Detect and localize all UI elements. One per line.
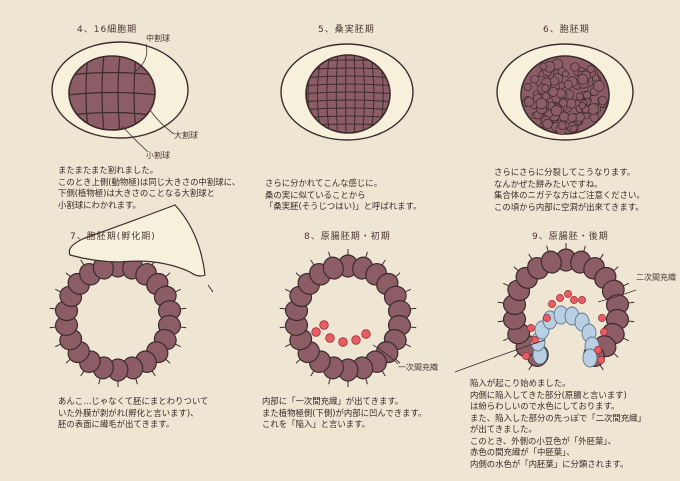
stage-5-title: 5、桑実胚期 (318, 25, 375, 35)
cell (540, 250, 562, 274)
label-secondary-mesenchyme: 二次間充織 (636, 273, 676, 282)
cell-ring (279, 249, 417, 387)
stage-7-drawing (49, 204, 214, 387)
primary-mesenchyme-cells (311, 320, 371, 347)
cell (322, 256, 344, 280)
stage-6-title: 6、胞胚期 (543, 25, 590, 35)
mesenchyme-cells (522, 290, 608, 364)
leader-line (372, 344, 399, 365)
small-cells (522, 58, 608, 135)
stage-8-description: 内部に「一次間充織」が出てきます。また植物極側(下側)が内部に凹んできます。これ… (262, 396, 427, 429)
stage-7-title: 7、胞胚期(孵化期) (70, 232, 156, 242)
label-micromere: 小割球 (146, 151, 170, 160)
motion-mark (207, 284, 214, 293)
endoderm-cells (530, 305, 600, 368)
cell-ring (49, 249, 187, 387)
stage-7-description: あんこ…じゃなくて胚にまとわりついていた外膜が剥がれ(孵化と言います)、胚の表面… (58, 396, 209, 429)
stage-6-drawing (496, 43, 634, 141)
stage-8-drawing (279, 249, 417, 387)
stage-6-description: さらにさらに分裂してこうなります。なんかぜた餅みたいですね。 集合体のニガテな方… (494, 167, 645, 212)
label-medium-blastomere: 中割球 (146, 34, 170, 43)
leader-line (134, 43, 148, 73)
stage-8-title: 8、原腸胚期・初期 (304, 232, 391, 242)
leader-line (149, 109, 175, 135)
cell-ring (497, 243, 635, 371)
leader-line (597, 289, 637, 303)
leader-line (454, 339, 546, 373)
stage-4-drawing (51, 41, 189, 153)
stage-5-drawing (280, 43, 414, 141)
label-primary-mesenchyme: 一次間充織 (398, 363, 438, 372)
stage-9-description: 陥入が起こり始めました。内側に陥入してきた部分(原腸と言います) は紛らわしいの… (470, 378, 646, 469)
peeling-membrane (68, 204, 206, 277)
leader-line (121, 125, 149, 153)
stage-9-title: 9、原腸胚・後期 (532, 232, 609, 242)
stage-4-description: またまたまた割れました。このとき上側(動物極)は同じ大きさの中割球に、 下側(植… (58, 165, 241, 210)
stage-5-description: さらに分かれてこんな感じに。桑の実に似ていることから「桑実胚(そうじつはい)」と… (265, 178, 422, 211)
stage-4-title: 4、16細胞期 (77, 25, 138, 35)
stage-9-drawing (454, 243, 637, 373)
label-macromere: 大割球 (174, 131, 198, 140)
